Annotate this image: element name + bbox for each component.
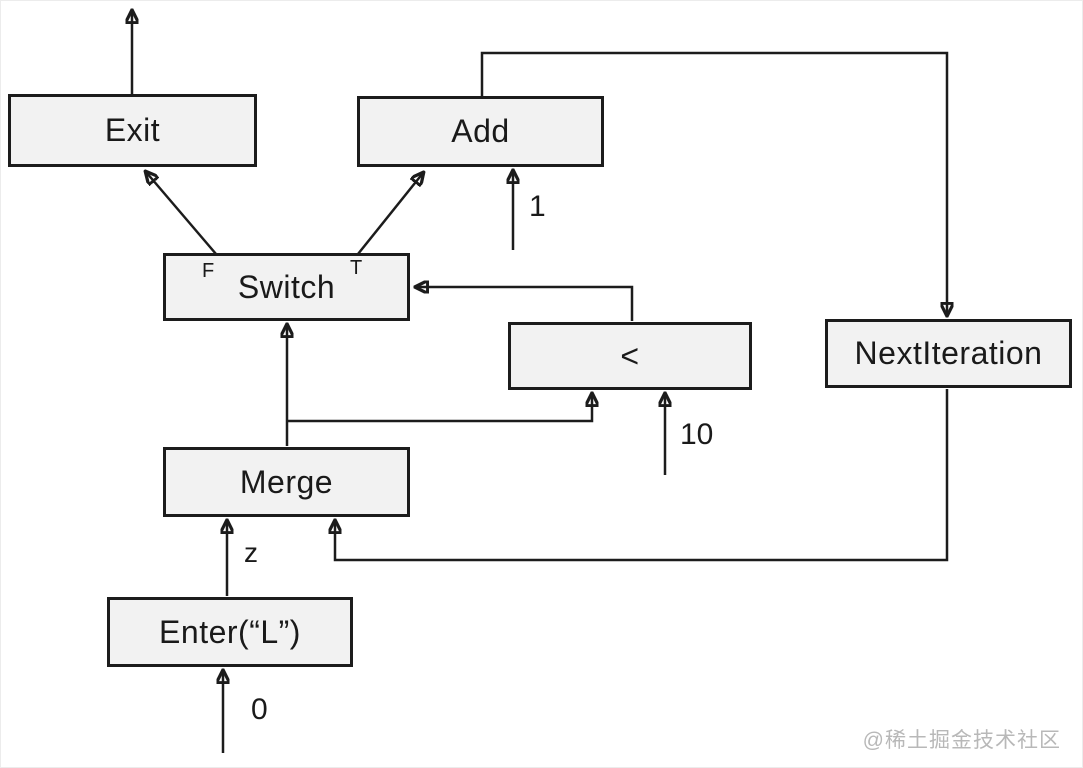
edge-switch-true-to-add [357, 173, 423, 255]
switch-true-port-label: T [350, 257, 363, 279]
node-exit: Exit [8, 94, 257, 167]
node-switch-label: Switch [237, 268, 336, 305]
edge-label-loop-limit: 10 [680, 418, 714, 451]
edge-add-to-next-iteration [480, 51, 947, 315]
watermark-text: @稀土掘金技术社区 [862, 729, 1061, 752]
node-next-iteration: NextIteration [825, 319, 1072, 388]
node-less-than-label: < [620, 337, 640, 374]
node-next-iteration-label: NextIteration [854, 335, 1043, 371]
node-merge: Merge [163, 447, 410, 517]
edge-switch-false-to-exit [146, 172, 217, 255]
node-add-label: Add [451, 113, 510, 149]
edge-label-merge-input: z [244, 537, 258, 568]
node-exit-label: Exit [104, 112, 161, 148]
edge-less-to-switch [416, 287, 634, 321]
edge-next-iteration-to-merge [335, 389, 949, 562]
edge-label-add-increment: 1 [529, 190, 546, 223]
switch-false-port-label: F [202, 260, 215, 282]
node-add: Add [357, 96, 604, 167]
edge-label-initial-value: 0 [251, 693, 268, 726]
node-enter-label: Enter(“L”) [159, 613, 301, 650]
node-enter: Enter(“L”) [107, 597, 353, 667]
node-switch: F Switch T [163, 253, 410, 321]
edge-merge-to-less [288, 394, 592, 423]
node-less-than: < [508, 322, 752, 390]
node-merge-label: Merge [239, 463, 334, 500]
